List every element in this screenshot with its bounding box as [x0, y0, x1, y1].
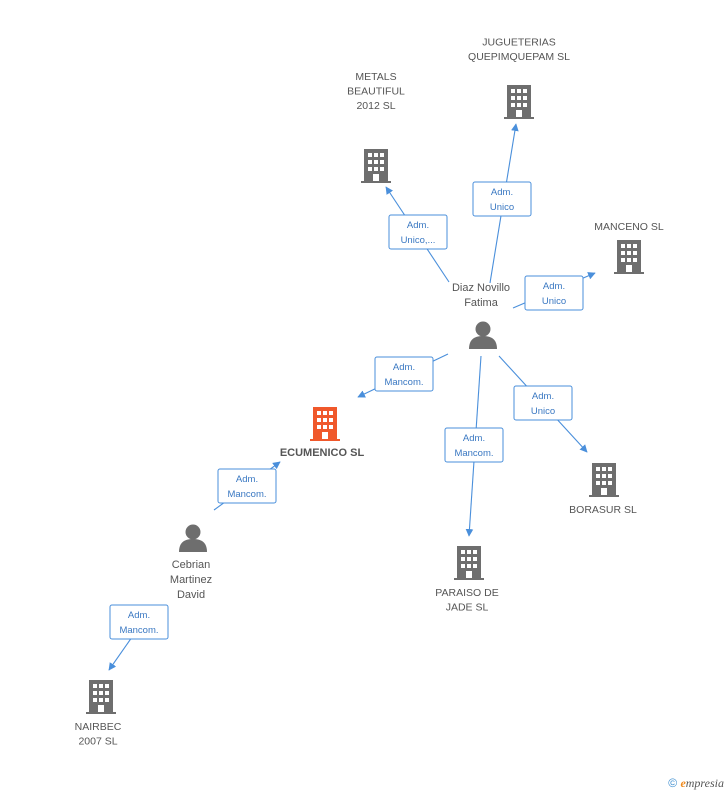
relation-box [109, 604, 169, 640]
relation-text: Adm. [128, 610, 150, 621]
relation-text: Adm. [407, 220, 429, 231]
relation-text: Mancom. [227, 489, 266, 500]
company-paraiso[interactable]: PARAISO DE JADE SL [435, 546, 499, 614]
company-label: JADE SL [446, 602, 489, 614]
relation-text: Adm. [463, 433, 485, 444]
relation-text: Mancom. [384, 377, 423, 388]
relation-text: Adm. [532, 391, 554, 402]
person-label: David [177, 589, 205, 601]
relation-text: Adm. [236, 474, 258, 485]
person-label: Fatima [464, 297, 499, 309]
person-label: Martinez [170, 574, 212, 586]
relation-label-diaz-jugueterias[interactable]: Adm. Unico [472, 181, 532, 217]
relation-box [472, 181, 532, 217]
person-icon [179, 524, 207, 552]
relation-labels: Adm.UnicoAdm.Unico,...Adm.UnicoAdm.Manco… [109, 181, 584, 640]
relation-box [444, 427, 504, 463]
relation-text: Unico,... [401, 235, 436, 246]
relation-label-cebrian-nairbec[interactable]: Adm. Mancom. [109, 604, 169, 640]
company-label: BORASUR SL [569, 504, 637, 516]
company-label: METALS [355, 71, 396, 83]
building-icon [589, 463, 619, 497]
building-icon [614, 240, 644, 274]
company-label: 2012 SL [356, 100, 395, 112]
relation-label-diaz-borasur[interactable]: Adm. Unico [513, 385, 573, 421]
building-icon [310, 407, 340, 441]
company-metals[interactable]: METALS BEAUTIFUL 2012 SL [347, 71, 405, 183]
company-label: MANCENO SL [594, 221, 664, 233]
company-label: ECUMENICO SL [280, 447, 365, 459]
company-nairbec[interactable]: NAIRBEC 2007 SL [75, 680, 122, 748]
relation-label-diaz-ecumenico[interactable]: Adm. Mancom. [374, 356, 434, 392]
relation-label-diaz-manceno[interactable]: Adm. Unico [524, 275, 584, 311]
relation-text: Adm. [543, 281, 565, 292]
company-borasur[interactable]: BORASUR SL [569, 463, 637, 516]
relation-label-diaz-metals[interactable]: Adm. Unico,... [388, 214, 448, 250]
relation-text: Unico [542, 296, 566, 307]
building-icon [86, 680, 116, 714]
building-icon [361, 149, 391, 183]
relation-text: Adm. [393, 362, 415, 373]
person-label: Diaz Novillo [452, 282, 510, 294]
relation-box [217, 468, 277, 504]
footer-brand[interactable]: © empresia [668, 776, 724, 791]
relation-box [388, 214, 448, 250]
person-icon [469, 321, 497, 349]
brand-logo: empresia [680, 776, 724, 790]
relation-text: Mancom. [119, 625, 158, 636]
relation-box [524, 275, 584, 311]
copyright-symbol: © [668, 776, 678, 790]
nodes: JUGUETERIAS QUEPIMQUEPAM SL METALS BEAUTIFU… [75, 37, 664, 748]
relation-text: Unico [490, 202, 514, 213]
company-label: BEAUTIFUL [347, 86, 405, 98]
relation-box [374, 356, 434, 392]
relation-label-diaz-paraiso[interactable]: Adm. Mancom. [444, 427, 504, 463]
relation-text: Adm. [491, 187, 513, 198]
relation-text: Unico [531, 406, 555, 417]
company-label: 2007 SL [78, 736, 117, 748]
company-label: JUGUETERIAS [482, 37, 556, 49]
person-label: Cebrian [172, 559, 211, 571]
company-manceno[interactable]: MANCENO SL [594, 221, 664, 274]
company-label: NAIRBEC [75, 721, 122, 733]
relation-box [513, 385, 573, 421]
company-ecumenico[interactable]: ECUMENICO SL [280, 407, 365, 459]
relation-text: Mancom. [454, 448, 493, 459]
building-icon [504, 85, 534, 119]
building-icon [454, 546, 484, 580]
company-label: PARAISO DE [435, 587, 498, 599]
relation-label-cebrian-ecumenico[interactable]: Adm. Mancom. [217, 468, 277, 504]
company-label: QUEPIMQUEPAM SL [468, 51, 570, 63]
company-jugueterias[interactable]: JUGUETERIAS QUEPIMQUEPAM SL [468, 37, 570, 120]
